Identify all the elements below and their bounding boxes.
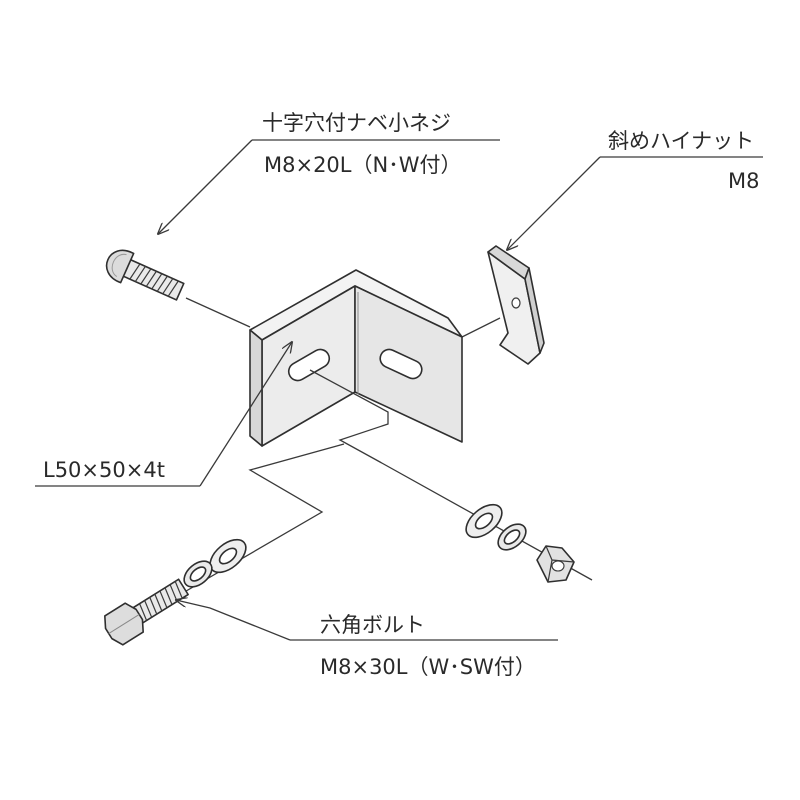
bolt-spec-label: M8×30L（W･SW付） xyxy=(320,655,536,679)
nut-spec-label: M8 xyxy=(728,169,759,193)
nut-axis-line xyxy=(461,317,501,338)
angle-callout: L50×50×4t xyxy=(35,342,292,487)
pan-head-screw xyxy=(105,249,185,301)
bolt-axis-right xyxy=(309,369,593,581)
spring-washer-right xyxy=(497,523,527,551)
nut-callout: 斜めハイナット M8 xyxy=(507,129,763,250)
bolt-name-label: 六角ボルト xyxy=(320,613,425,637)
screw-callout: 十字穴付ナベ小ネジ M8×20L（N･W付） xyxy=(158,111,500,234)
flat-washer-right xyxy=(465,503,503,539)
angle-leader-arrow xyxy=(199,342,292,487)
bolt-callout: 六角ボルト M8×30L（W･SW付） xyxy=(176,600,558,679)
angle-bracket xyxy=(249,269,463,447)
screw-leader-arrow xyxy=(158,139,253,234)
angle-spec-label: L50×50×4t xyxy=(43,458,165,482)
screw-name-label: 十字穴付ナベ小ネジ xyxy=(262,111,451,135)
hex-bolt xyxy=(104,578,189,646)
screw-spec-label: M8×20L（N･W付） xyxy=(264,153,461,177)
bolt-leader-arrow xyxy=(176,600,291,641)
nut-leader-arrow xyxy=(507,156,601,250)
nut-name-label: 斜めハイナット xyxy=(608,129,754,153)
hex-nut xyxy=(536,545,575,583)
slanted-hi-nut xyxy=(487,245,545,365)
screw-axis-line xyxy=(185,297,251,328)
spring-washer-left xyxy=(183,560,213,588)
